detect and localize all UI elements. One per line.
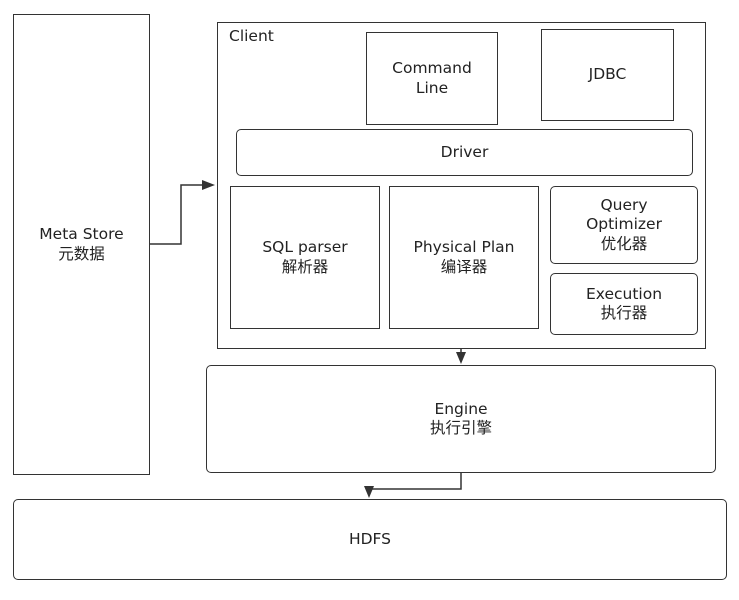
execution-node: Execution 执行器 (550, 273, 698, 335)
meta-store-subtitle: 元数据 (58, 244, 105, 263)
engine-node: Engine 执行引擎 (206, 365, 716, 473)
client-label: Client (229, 27, 274, 45)
physical-plan-subtitle: 编译器 (440, 257, 488, 276)
jdbc-node: JDBC (541, 29, 674, 121)
arrowhead-hdfs (364, 486, 374, 498)
command-line-title: Command (392, 59, 472, 78)
driver-label: Driver (440, 142, 489, 161)
hdfs-label: HDFS (348, 529, 392, 548)
query-optimizer-node: Query Optimizer 优化器 (550, 186, 698, 264)
execution-subtitle: 执行器 (600, 304, 648, 322)
jdbc-label: JDBC (588, 65, 627, 84)
arrowhead-client (202, 180, 215, 190)
command-line-node: Command Line (366, 32, 498, 125)
execution-title: Execution (585, 284, 663, 303)
driver-node: Driver (236, 129, 693, 176)
engine-subtitle: 执行引擎 (429, 419, 492, 437)
sql-parser-node: SQL parser 解析器 (230, 186, 380, 329)
meta-store-title: Meta Store (39, 225, 124, 244)
physical-plan-node: Physical Plan 编译器 (389, 186, 539, 329)
sql-parser-title: SQL parser (262, 238, 348, 257)
edge-engine-to-hdfs (368, 473, 462, 490)
engine-title: Engine (434, 399, 488, 418)
hdfs-node: HDFS (13, 499, 727, 580)
query-optimizer-line2: Optimizer (586, 215, 662, 234)
sql-parser-subtitle: 解析器 (281, 257, 329, 276)
query-optimizer-line3: 优化器 (600, 234, 648, 253)
command-line-subtitle: Line (415, 78, 449, 97)
meta-store-node: Meta Store 元数据 (13, 14, 150, 475)
edge-meta-store-to-client (150, 184, 204, 245)
physical-plan-title: Physical Plan (413, 238, 515, 257)
arrowhead-engine (456, 352, 466, 364)
query-optimizer-line1: Query (600, 195, 648, 214)
